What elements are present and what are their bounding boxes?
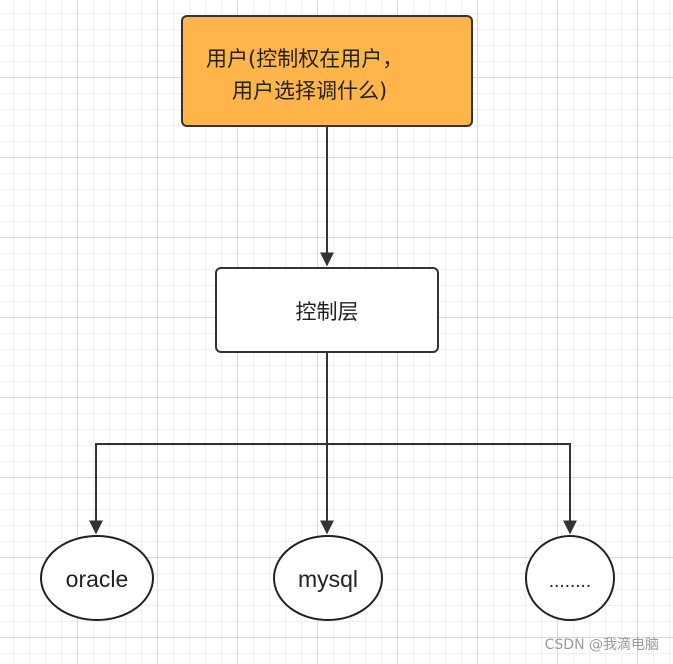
control-layer-label: 控制层 <box>296 300 359 324</box>
oracle-ellipse <box>40 535 154 621</box>
user-node-line2: 用户选择调什么) <box>232 79 387 103</box>
other-db-label: ........ <box>549 571 591 592</box>
mysql-ellipse <box>273 535 383 621</box>
oracle-node[interactable]: oracle <box>40 535 154 621</box>
mysql-label: mysql <box>298 566 358 592</box>
user-node[interactable]: 用户(控制权在用户， 用户选择调什么) <box>181 15 473 127</box>
mysql-node[interactable]: mysql <box>273 535 383 621</box>
other-db-ellipse <box>525 535 615 621</box>
other-db-node[interactable]: ........ <box>525 535 615 621</box>
user-node-box <box>181 15 473 127</box>
user-node-line1: 用户(控制权在用户， <box>206 47 403 71</box>
control-layer-box <box>215 267 439 353</box>
oracle-label: oracle <box>66 566 129 592</box>
watermark: CSDN @我滴电脑 <box>544 637 659 653</box>
control-layer-node[interactable]: 控制层 <box>215 267 439 353</box>
